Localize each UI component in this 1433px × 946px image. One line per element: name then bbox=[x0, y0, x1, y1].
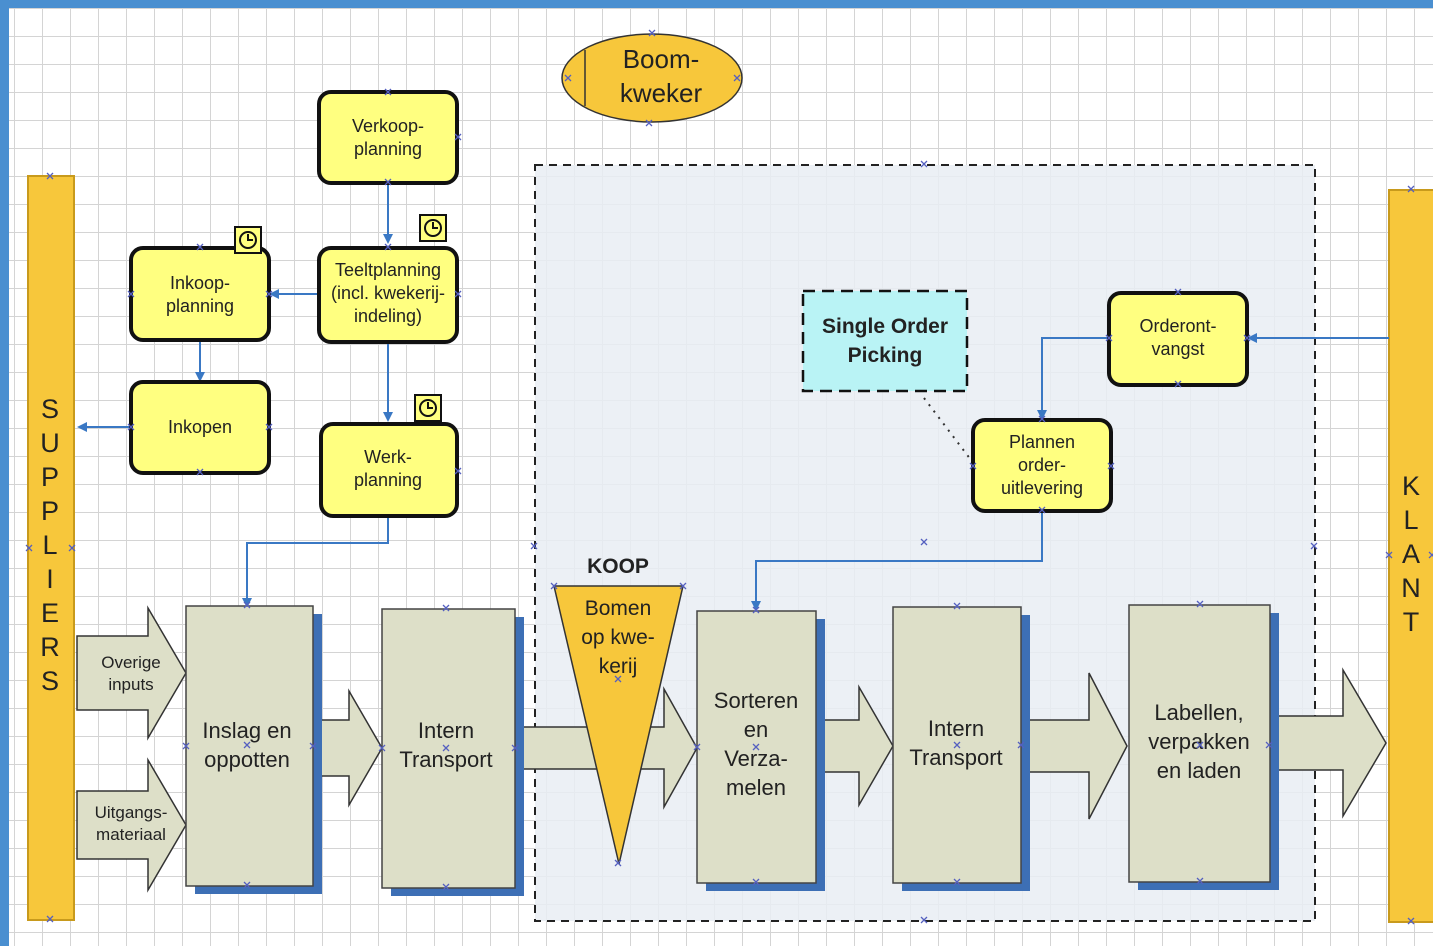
suppliers-letter: S bbox=[41, 394, 59, 424]
clock-icon bbox=[419, 214, 447, 242]
werkplanning-line1: Werk- bbox=[364, 447, 412, 467]
inkoopplanning-line2: planning bbox=[166, 296, 234, 316]
intern1-line1: Intern bbox=[418, 718, 474, 743]
boomkweker-line2: kweker bbox=[620, 78, 703, 108]
process-orderontvangst: Orderont- vangst bbox=[1107, 291, 1249, 387]
sorteren-line1: Sorteren bbox=[714, 688, 798, 713]
clock-icon bbox=[234, 226, 262, 254]
suppliers-letter: E bbox=[41, 598, 59, 628]
step-labellen: Labellen, verpakken en laden bbox=[1128, 604, 1279, 890]
uitgangs-line1: Uitgangs- bbox=[95, 803, 168, 822]
intern2-line1: Intern bbox=[928, 716, 984, 741]
inkoopplanning-line1: Inkoop- bbox=[170, 273, 230, 293]
suppliers-letter: U bbox=[40, 428, 60, 458]
klant-letter: K bbox=[1402, 471, 1420, 501]
input-arrow-overige: Overige inputs bbox=[76, 605, 187, 741]
overige-line1: Overige bbox=[101, 653, 161, 672]
process-inkoopplanning: Inkoop- planning bbox=[129, 246, 271, 342]
step-intern-transport-1: Intern Transport bbox=[381, 608, 524, 896]
suppliers-letter: R bbox=[40, 632, 60, 662]
plannen-line1: Plannen bbox=[1009, 432, 1075, 452]
inslag-line2: oppotten bbox=[204, 747, 290, 772]
clock-icon bbox=[414, 394, 442, 422]
intern2-line2: Transport bbox=[909, 745, 1002, 770]
sorteren-line4: melen bbox=[726, 775, 786, 800]
inkopen-line1: Inkopen bbox=[168, 417, 232, 437]
koop-line2: op kwe- bbox=[581, 626, 655, 649]
intern1-line2: Transport bbox=[399, 747, 492, 772]
klant-bar: K L A N T bbox=[1388, 189, 1433, 923]
teeltplanning-line3: indeling) bbox=[354, 306, 422, 326]
flow-arrows bbox=[311, 667, 1387, 820]
labellen-line3: en laden bbox=[1157, 758, 1241, 783]
process-inkopen: Inkopen bbox=[129, 380, 271, 475]
plannen-line2: order- bbox=[1018, 455, 1066, 475]
verkoopplanning-line1: Verkoop- bbox=[352, 116, 424, 136]
note-line1: Single Order bbox=[822, 315, 948, 338]
teeltplanning-line2: (incl. kwekerij- bbox=[331, 283, 445, 303]
process-teeltplanning: Teeltplanning (incl. kwekerij- indeling) bbox=[317, 246, 459, 344]
boomkweker-line1: Boom- bbox=[623, 44, 700, 74]
overige-line2: inputs bbox=[108, 675, 153, 694]
sorteren-line3: Verza- bbox=[724, 746, 788, 771]
note-association-line bbox=[923, 397, 972, 461]
process-verkoopplanning: Verkoop- planning bbox=[317, 90, 459, 185]
labellen-line1: Labellen, bbox=[1154, 700, 1243, 725]
suppliers-letter: S bbox=[41, 666, 59, 696]
plannen-line3: uitlevering bbox=[1001, 478, 1083, 498]
input-arrow-uitgangs: Uitgangs- materiaal bbox=[76, 757, 187, 893]
suppliers-letter: I bbox=[46, 564, 54, 594]
process-werkplanning: Werk- planning bbox=[319, 422, 459, 518]
single-order-picking-note: Single Order Picking bbox=[801, 289, 969, 393]
process-plannen-orderuitlevering: Plannen order- uitlevering bbox=[971, 418, 1113, 513]
klant-letter: A bbox=[1402, 539, 1420, 569]
teeltplanning-line1: Teeltplanning bbox=[335, 260, 441, 280]
klant-letter: N bbox=[1401, 573, 1421, 603]
suppliers-letter: P bbox=[41, 462, 59, 492]
connectors bbox=[77, 183, 1389, 611]
klant-letter: T bbox=[1403, 607, 1420, 637]
klant-letter: L bbox=[1403, 505, 1418, 535]
koop-line1: Bomen bbox=[585, 597, 652, 620]
werkplanning-line2: planning bbox=[354, 470, 422, 490]
note-line2: Picking bbox=[848, 344, 923, 367]
boomkweker-ellipse: Boom- kweker bbox=[561, 33, 743, 123]
process-diagram: S U P P L I E R S K L A N T Boom- kweker bbox=[25, 29, 1433, 925]
koop-inventory-triangle: KOOP Bomen op kwe- kerij bbox=[553, 555, 684, 865]
orderontvangst-line2: vangst bbox=[1151, 339, 1204, 359]
suppliers-letter: P bbox=[41, 496, 59, 526]
connection-markers bbox=[25, 29, 1433, 925]
labellen-line2: verpakken bbox=[1148, 729, 1250, 754]
diagram-canvas: S U P P L I E R S K L A N T Boom- kweker bbox=[9, 8, 1433, 946]
orderontvangst-line1: Orderont- bbox=[1139, 316, 1216, 336]
koop-line3: kerij bbox=[599, 655, 638, 678]
verkoopplanning-line2: planning bbox=[354, 139, 422, 159]
koop-title: KOOP bbox=[587, 555, 649, 578]
sorteren-line2: en bbox=[744, 717, 768, 742]
suppliers-letter: L bbox=[42, 530, 57, 560]
step-inslag: Inslag en oppotten bbox=[185, 605, 322, 894]
step-intern-transport-2: Intern Transport bbox=[892, 606, 1030, 891]
suppliers-bar: S U P P L I E R S bbox=[27, 175, 75, 921]
uitgangs-line2: materiaal bbox=[96, 825, 166, 844]
inslag-line1: Inslag en bbox=[202, 718, 291, 743]
step-sorteren: Sorteren en Verza- melen bbox=[696, 610, 825, 891]
